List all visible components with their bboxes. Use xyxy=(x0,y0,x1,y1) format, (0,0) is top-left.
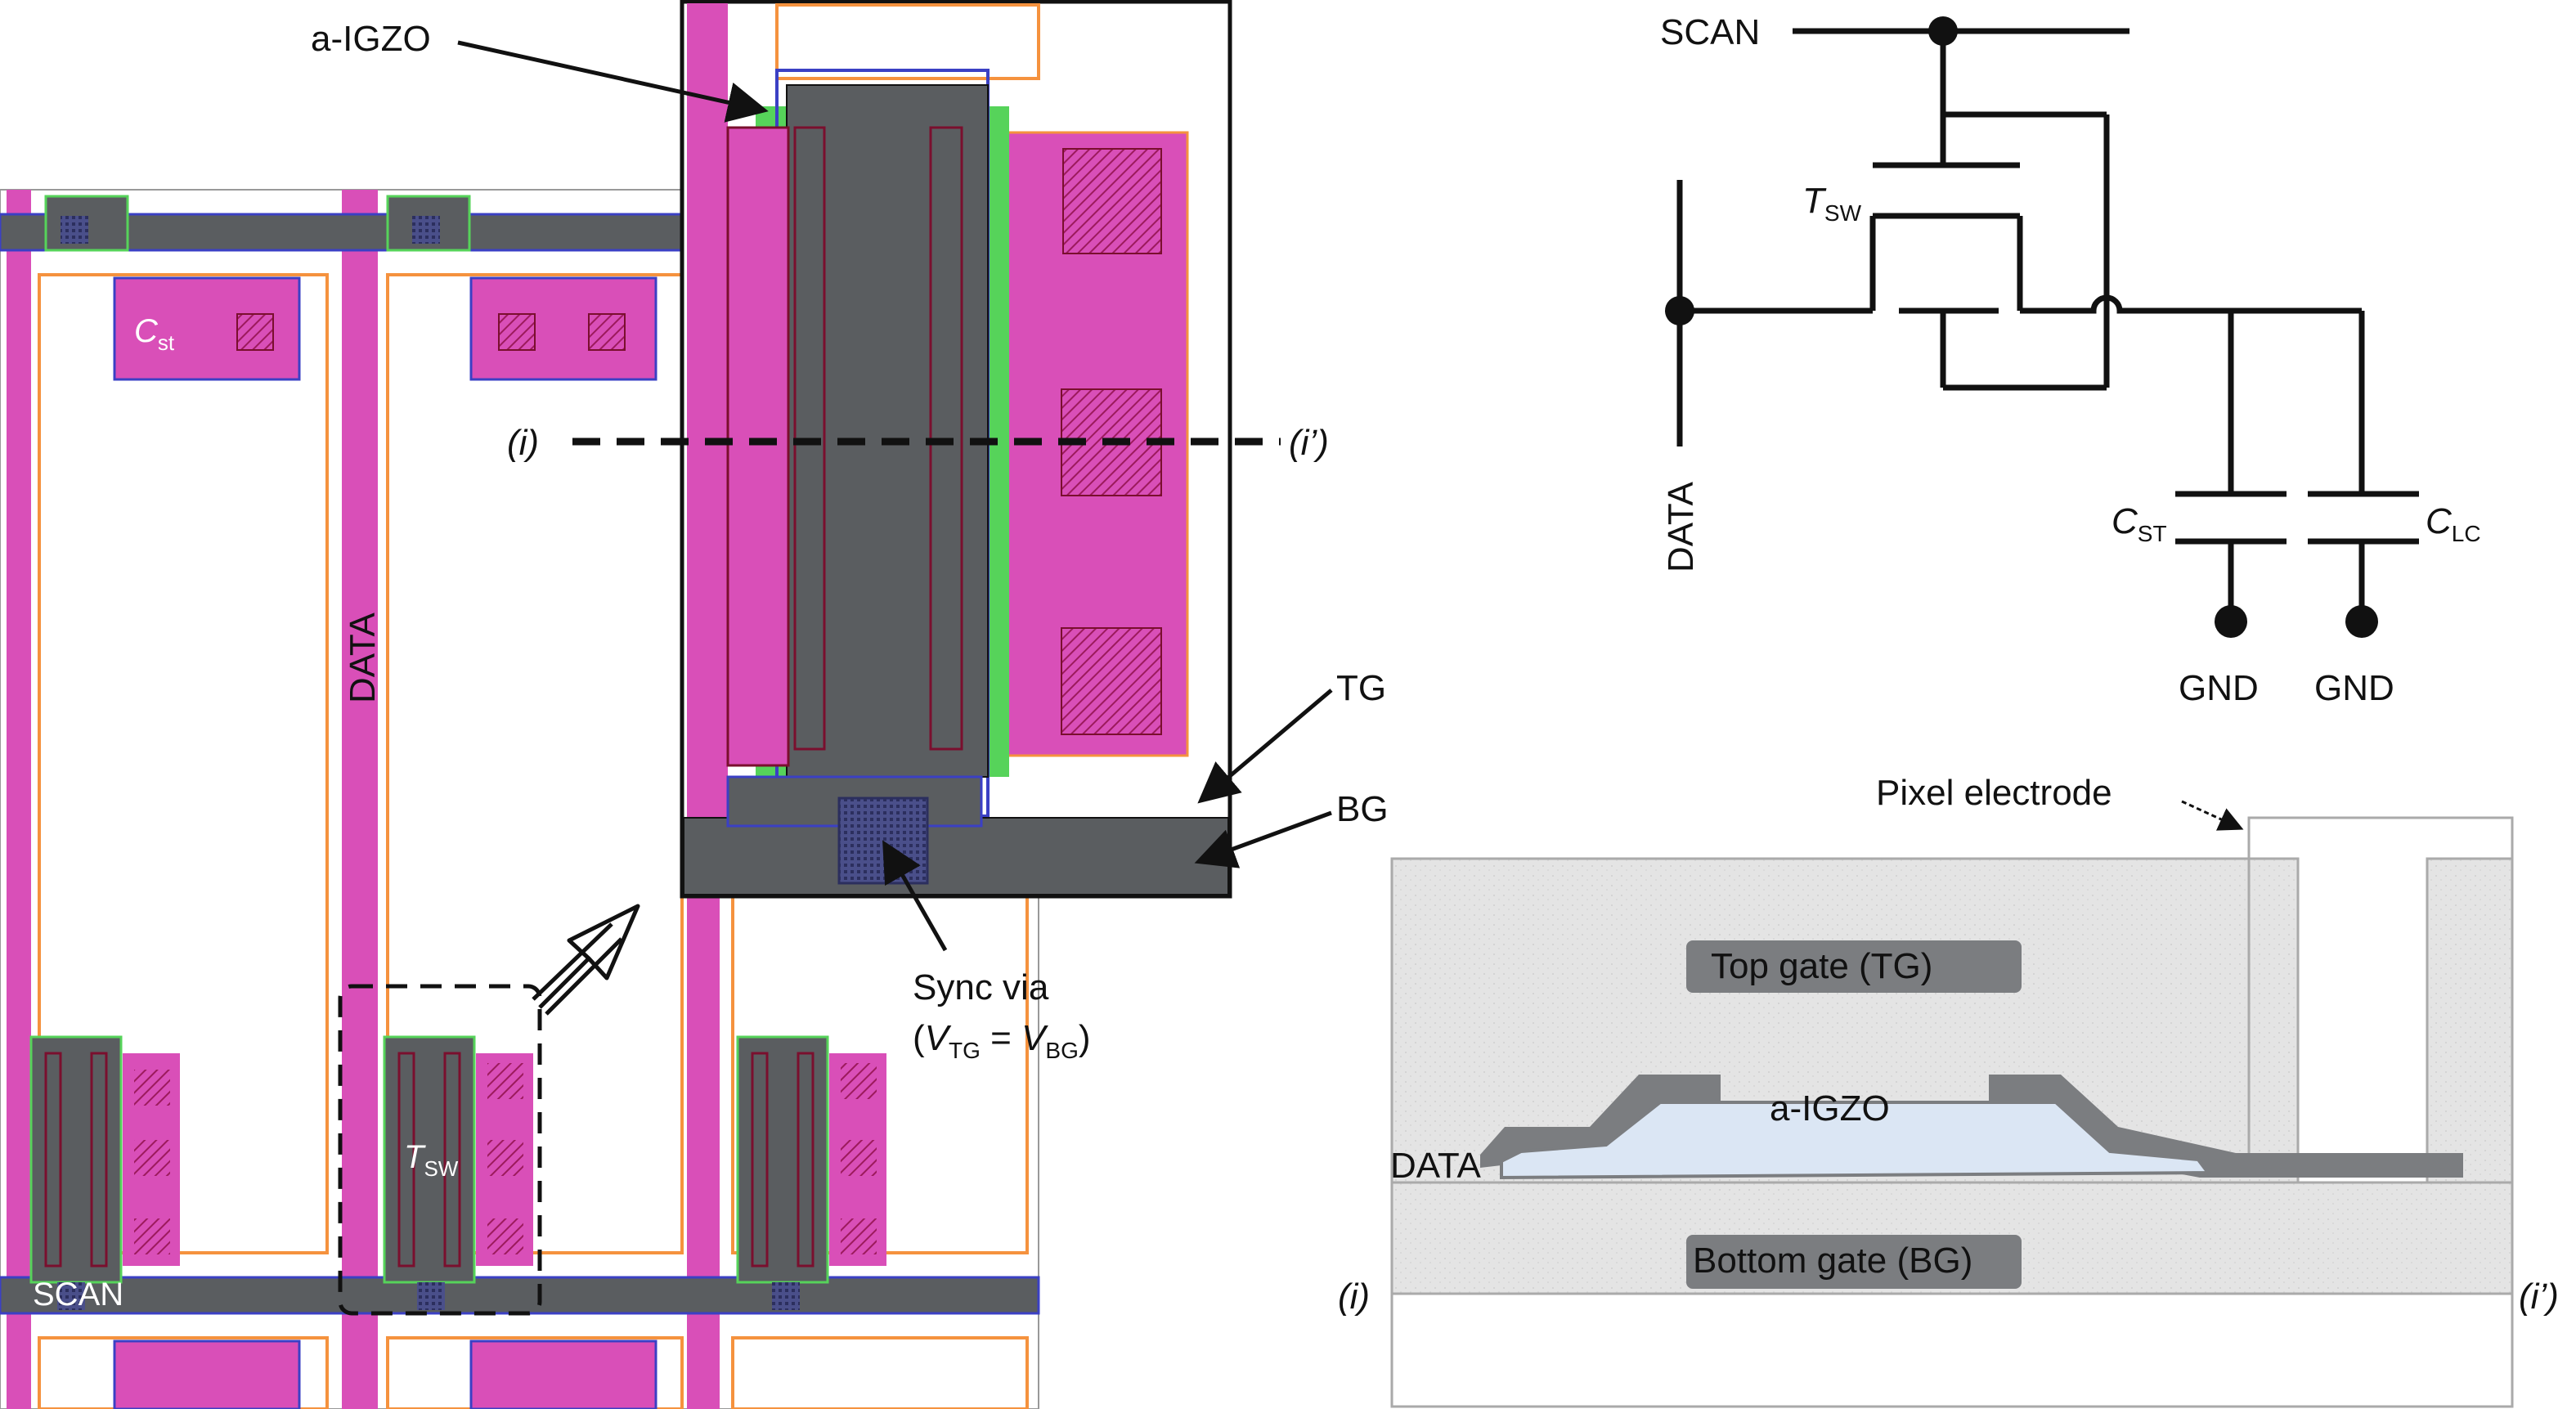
tsw-schematic-label: TSW xyxy=(1802,181,1862,226)
inset-data-line xyxy=(687,3,728,895)
zoom-arrow-outline xyxy=(532,922,623,1016)
data-schematic-label: DATA xyxy=(1661,482,1701,572)
gnd-label-2: GND xyxy=(2314,668,2394,708)
scan-node xyxy=(1928,16,1958,46)
top-gate-label: Top gate (TG) xyxy=(1711,946,1932,986)
sync-via-equation: (VTG = VBG) xyxy=(913,1018,1091,1063)
pixel-electrode-4 xyxy=(38,1336,329,1409)
igzo-layer xyxy=(1500,1101,2211,1180)
data-line-2 xyxy=(342,190,378,1409)
tg-arrow xyxy=(1197,689,1333,804)
gnd-node-2 xyxy=(2345,605,2378,638)
pixel-electrode-label: Pixel electrode xyxy=(1876,773,2112,813)
bottom-gate-label: Bottom gate (BG) xyxy=(1693,1241,1972,1281)
data-line-1 xyxy=(7,190,31,1409)
inset-orange-outline xyxy=(775,3,1040,80)
sync-via-arrow xyxy=(882,840,948,952)
pixel-electrode-leader xyxy=(2181,800,2244,831)
cross-section xyxy=(1390,816,2514,1408)
tg-label: TG xyxy=(1336,668,1386,708)
bottom-tft-1 xyxy=(29,1035,180,1310)
source-drain-metal xyxy=(1480,1075,2463,1178)
section-left-label: (i) xyxy=(507,423,539,463)
bg-arrow xyxy=(1194,810,1332,868)
schematic xyxy=(1676,28,2419,618)
top-tft-via-1 xyxy=(61,216,88,244)
pixel-electrode xyxy=(2247,816,2514,1182)
cst-schematic-label: CST xyxy=(2112,501,2167,546)
gnd-label-1: GND xyxy=(2179,668,2259,708)
a-igzo-label: a-IGZO xyxy=(311,19,431,59)
cst-via-2b xyxy=(588,313,626,351)
cst-via-1 xyxy=(236,313,274,351)
inset-via-3 xyxy=(1061,627,1162,735)
cst-block-3 xyxy=(113,1339,301,1409)
tsw-layout-label: TSW xyxy=(404,1139,459,1181)
inset-source-pink xyxy=(726,126,790,767)
bottom-tft-2 xyxy=(383,1035,533,1310)
a-igzo-arrow xyxy=(457,40,769,123)
cst-block-4 xyxy=(469,1339,657,1409)
igzo-label: a-IGZO xyxy=(1770,1088,1890,1129)
substrate xyxy=(1390,1292,2514,1408)
zoom-arrow xyxy=(538,904,640,1009)
sync-via-label: Sync via xyxy=(913,967,1049,1007)
cst-layout-label: Cst xyxy=(134,313,175,355)
passivation-right xyxy=(2426,857,2514,1184)
bottom-tft-3 xyxy=(736,1035,886,1310)
tsw-focus-box xyxy=(338,984,542,1316)
bg-label: BG xyxy=(1336,789,1389,829)
clc-schematic-label: CLC xyxy=(2426,501,2481,546)
pixel-electrode-5 xyxy=(386,1336,684,1409)
left-marker-label: (i) xyxy=(1338,1277,1370,1317)
scan-layout-label: SCAN xyxy=(33,1277,123,1313)
inset-via-1 xyxy=(1062,148,1162,254)
scan-line-bottom xyxy=(0,1276,1040,1315)
pixel-electrode-6 xyxy=(731,1336,1029,1409)
zoom-inset xyxy=(680,0,1232,899)
gnd-node-1 xyxy=(2215,605,2247,638)
right-marker-label: (i’) xyxy=(2519,1277,2559,1317)
pixel-electrode-1 xyxy=(38,273,329,1254)
data-layout-label: DATA xyxy=(343,613,383,703)
top-tft-via-2 xyxy=(412,216,440,244)
inset-sync-via xyxy=(837,796,929,885)
inset-bottom-gate xyxy=(683,817,1229,895)
cst-via-2a xyxy=(498,313,536,351)
bottom-gate-block xyxy=(1686,1235,2022,1289)
data-cross-label: DATA xyxy=(1390,1146,1481,1186)
scan-schematic-label: SCAN xyxy=(1660,12,1760,52)
top-gate-block xyxy=(1686,940,2022,993)
section-right-label: (i’) xyxy=(1289,423,1329,463)
data-node xyxy=(1665,296,1694,325)
